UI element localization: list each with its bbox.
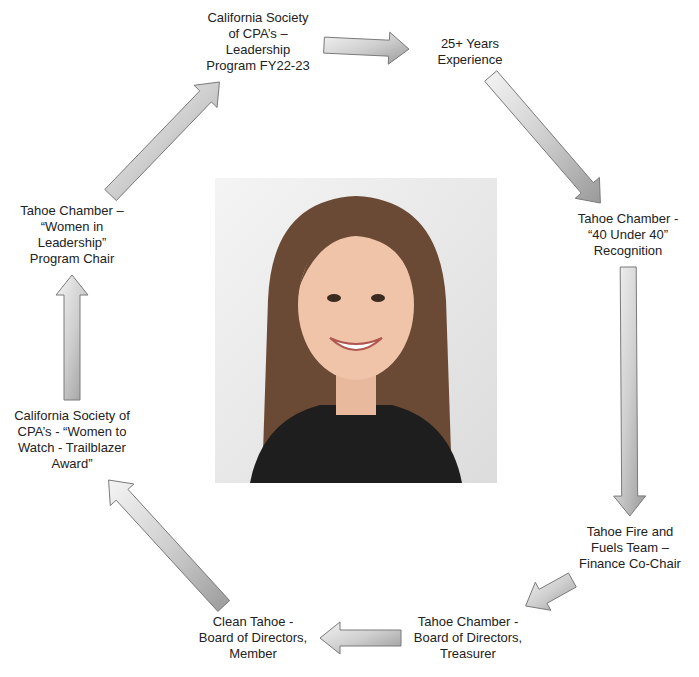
eye xyxy=(371,294,385,302)
cycle-item: California Society of CPA’s - “Women to … xyxy=(9,406,135,474)
item-label: Clean Tahoe - Board of Directors, Member xyxy=(195,614,311,662)
cycle-item: 25+ Years Experience xyxy=(415,34,525,70)
block-arrow xyxy=(105,82,220,201)
item-label: Tahoe Chamber - Board of Directors, Trea… xyxy=(410,614,526,662)
eye xyxy=(327,294,341,302)
item-label: California Society of CPA’s – Leadership… xyxy=(201,10,315,74)
block-arrow xyxy=(324,32,409,64)
item-label: Tahoe Chamber – “Women in Leadership” Pr… xyxy=(12,203,132,267)
fringe xyxy=(298,220,414,290)
block-arrow xyxy=(485,71,601,203)
item-label: 25+ Years Experience xyxy=(418,36,522,68)
cycle-item: Clean Tahoe - Board of Directors, Member xyxy=(192,612,314,664)
cycle-item: Tahoe Chamber - Board of Directors, Trea… xyxy=(407,612,529,664)
cycle-item: Tahoe Chamber - “40 Under 40” Recognitio… xyxy=(568,209,688,261)
top-garment xyxy=(250,405,462,483)
item-label: California Society of CPA’s - “Women to … xyxy=(12,408,132,472)
block-arrow xyxy=(320,622,401,654)
item-label: Tahoe Fire and Fuels Team – Finance Co-C… xyxy=(575,524,685,572)
block-arrow xyxy=(56,275,88,400)
block-arrow xyxy=(614,267,646,516)
block-arrow xyxy=(526,573,577,610)
smile xyxy=(330,338,382,350)
cycle-item: Tahoe Chamber – “Women in Leadership” Pr… xyxy=(9,201,135,269)
item-label: Tahoe Chamber - “40 Under 40” Recognitio… xyxy=(571,211,685,259)
cycle-item: California Society of CPA’s – Leadership… xyxy=(198,8,318,76)
cycle-item: Tahoe Fire and Fuels Team – Finance Co-C… xyxy=(572,522,688,574)
photo-ground xyxy=(215,178,497,483)
block-arrow xyxy=(109,480,230,611)
